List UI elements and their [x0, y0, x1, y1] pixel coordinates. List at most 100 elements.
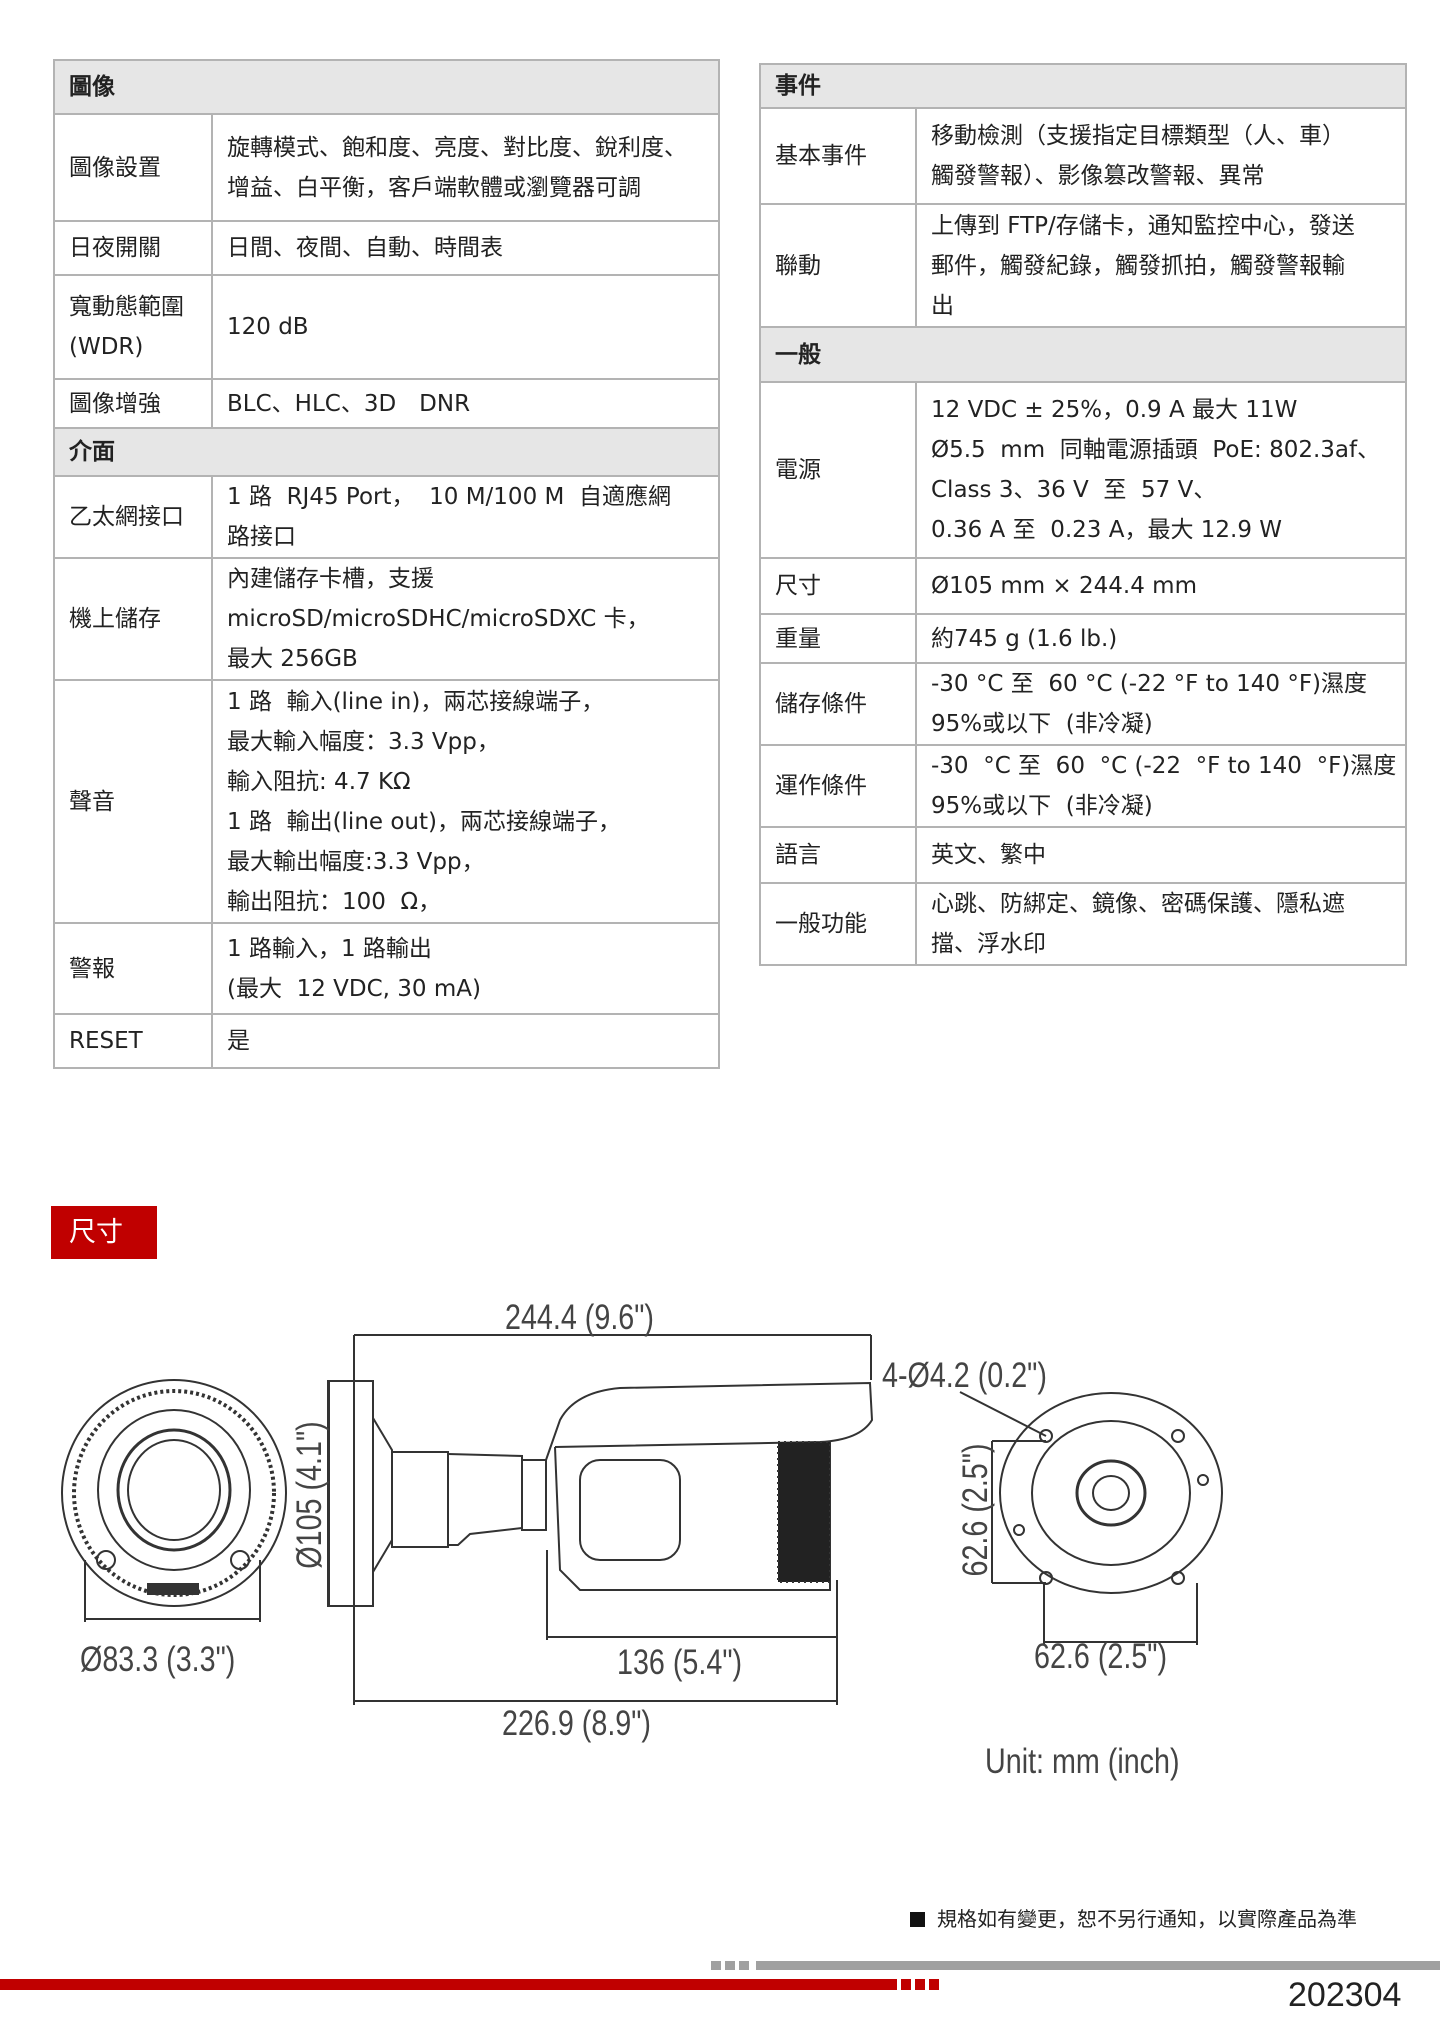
spec-label-line: 語言 — [775, 842, 821, 868]
spec-value-line: 0.36 A 至 0.23 A，最大 12.9 W — [931, 517, 1283, 543]
footer-red-bar — [0, 1979, 897, 1990]
front-view-drawing — [61, 1379, 287, 1607]
spec-value-line: 觸發警報）、影像篡改警報、異常 — [931, 163, 1265, 189]
spec-label-line: 寬動態範圍 — [69, 294, 184, 320]
spec-label-line: 日夜開關 — [69, 235, 161, 261]
spec-value-line: -30 °C 至 60 °C (-22 °F to 140 °F)濕度 — [931, 753, 1397, 779]
dim-hole-spacing-vertical: 62.6 (2.5") — [956, 1443, 996, 1577]
spec-row: 圖像設置 旋轉模式、飽和度、亮度、對比度、銳利度、增益、白平衡，客戶端軟體或瀏覽器… — [53, 113, 720, 222]
spec-label: 聯動 — [759, 203, 917, 328]
spec-value-line: 移動檢測（支援指定目標類型（人、車） — [931, 123, 1345, 149]
spec-table-right: 事件基本事件 移動檢測（支援指定目標類型（人、車） 觸發警報）、影像篡改警報、異常聯… — [759, 63, 1407, 966]
spec-value: 旋轉模式、飽和度、亮度、對比度、銳利度、增益、白平衡，客戶端軟體或瀏覽器可調 — [211, 113, 720, 222]
spec-value-line: 95%或以下 (非冷凝) — [931, 711, 1153, 737]
spec-table-left: 圖像圖像設置 旋轉模式、飽和度、亮度、對比度、銳利度、增益、白平衡，客戶端軟體或瀏… — [53, 59, 720, 1069]
section-title: 一般 — [759, 326, 1407, 383]
spec-row: 一般功能心跳、防綁定、鏡像、密碼保護、隱私遮擋、浮水印 — [759, 882, 1407, 966]
spec-label-line: 重量 — [775, 625, 821, 652]
spec-value: 1 路 輸入(line in)，兩芯接線端子， 最大輸入幅度：3.3 Vpp， 輸入… — [211, 679, 720, 924]
spec-value-line: 最大輸出幅度:3.3 Vpp， — [227, 848, 485, 875]
spec-label: 一般功能 — [759, 882, 917, 966]
spec-label-line: 圖像設置 — [69, 154, 161, 181]
spec-value: 英文、繁中 — [915, 826, 1407, 884]
spec-value: -30 °C 至 60 °C (-22 °F to 140 °F)濕度 95%或以… — [915, 744, 1407, 828]
spec-label: 基本事件 — [759, 107, 917, 205]
spec-value-line: 最大輸入幅度：3.3 Vpp， — [227, 728, 500, 755]
spec-label: 運作條件 — [759, 744, 917, 828]
dim-body-length: 136 (5.4") — [617, 1643, 743, 1682]
spec-label: 儲存條件 — [759, 662, 917, 746]
spec-label-line: 基本事件 — [775, 143, 867, 169]
spec-label: 電源 — [759, 381, 917, 559]
dim-length-to-mount: 226.9 (8.9") — [502, 1704, 651, 1743]
spec-label: 日夜開關 — [53, 220, 213, 276]
spec-value: 移動檢測（支援指定目標類型（人、車） 觸發警報）、影像篡改警報、異常 — [915, 107, 1407, 205]
spec-label-line: 儲存條件 — [775, 691, 867, 717]
spec-value: 是 — [211, 1013, 720, 1069]
section-title: 事件 — [759, 63, 1407, 109]
spec-label-line: 尺寸 — [775, 573, 821, 599]
spec-row: RESET 是 — [53, 1013, 720, 1069]
spec-row: 重量 約745 g (1.6 lb.) — [759, 613, 1407, 664]
spec-value: Ø105 mm × 244.4 mm — [915, 557, 1407, 615]
spec-value-line: 最大 256GB — [227, 646, 358, 672]
spec-label-line: 警報 — [69, 955, 115, 982]
spec-label: 圖像設置 — [53, 113, 213, 222]
spec-value-line: 120 dB — [227, 314, 309, 340]
spec-value-line: 郵件，觸發紀錄，觸發抓拍，觸發警報輸 — [931, 252, 1345, 279]
spec-value-line: 輸入阻抗: 4.7 KΩ — [227, 768, 411, 795]
dim-total-length: 244.4 (9.6") — [505, 1298, 654, 1337]
spec-value: 1 路 RJ45 Port， 10 M/100 M 自適應網路接口 — [211, 475, 720, 559]
spec-row: 聲音 1 路 輸入(line in)，兩芯接線端子， 最大輸入幅度：3.3 Vpp，… — [53, 679, 720, 924]
spec-value: 日間、夜間、自動、時間表 — [211, 220, 720, 276]
spec-value: 約745 g (1.6 lb.) — [915, 613, 1407, 664]
spec-value-line: 擋、浮水印 — [931, 931, 1046, 957]
spec-value-line: 路接口 — [227, 524, 296, 550]
spec-label: 圖像增強 — [53, 378, 213, 429]
spec-label-line: 乙太網接口 — [69, 504, 184, 530]
spec-value-line: Ø5.5 mm 同軸電源插頭 PoE: 802.3af、 — [931, 437, 1381, 463]
spec-label-line: 聯動 — [775, 252, 821, 279]
spec-value-line: 心跳、防綁定、鏡像、密碼保護、隱私遮 — [931, 891, 1345, 917]
section-title: 介面 — [53, 427, 720, 477]
spec-label-line: RESET — [69, 1028, 143, 1054]
spec-row: 儲存條件 -30 °C 至 60 °C (-22 °F to 140 °F)濕度 9… — [759, 662, 1407, 746]
section-header-row: 一般 — [759, 326, 1407, 383]
spec-value: 心跳、防綁定、鏡像、密碼保護、隱私遮擋、浮水印 — [915, 882, 1407, 966]
spec-value: -30 °C 至 60 °C (-22 °F to 140 °F)濕度 95%或以… — [915, 662, 1407, 746]
spec-label: RESET — [53, 1013, 213, 1069]
bullet-square-icon — [910, 1912, 925, 1927]
section-header-row: 事件 — [759, 63, 1407, 109]
spec-label: 重量 — [759, 613, 917, 664]
spec-row: 乙太網接口 1 路 RJ45 Port， 10 M/100 M 自適應網路接口 — [53, 475, 720, 559]
spec-value-line: 英文、繁中 — [931, 842, 1046, 868]
dim-hole-size: 4-Ø4.2 (0.2") — [882, 1356, 1047, 1395]
spec-label-line: 聲音 — [69, 788, 115, 815]
spec-value-line: 日間、夜間、自動、時間表 — [227, 235, 503, 261]
spec-label: 寬動態範圍 (WDR) — [53, 274, 213, 380]
spec-value-line: 1 路 RJ45 Port， 10 M/100 M 自適應網 — [227, 484, 671, 510]
spec-value-line: Class 3、36 V 至 57 V、 — [931, 477, 1217, 503]
dim-mount-diameter: Ø105 (4.1") — [289, 1421, 329, 1569]
section-header-row: 圖像 — [53, 59, 720, 115]
spec-value-line: -30 °C 至 60 °C (-22 °F to 140 °F)濕度 — [931, 671, 1368, 697]
spec-value-line: 上傳到 FTP/存儲卡，通知監控中心，發送 — [931, 212, 1355, 239]
spec-value-line: 內建儲存卡槽，支援 — [227, 566, 434, 592]
footer-note-text: 規格如有變更，恕不另行通知，以實際產品為準 — [937, 1907, 1357, 1931]
spec-label: 機上儲存 — [53, 557, 213, 681]
spec-row: 日夜開關 日間、夜間、自動、時間表 — [53, 220, 720, 276]
dim-unit-label: Unit: mm (inch) — [985, 1742, 1180, 1781]
spec-value: 上傳到 FTP/存儲卡，通知監控中心，發送郵件，觸發紀錄，觸發抓拍，觸發警報輸出 — [915, 203, 1407, 328]
section-title: 圖像 — [53, 59, 720, 115]
spec-label-line: (WDR) — [69, 334, 144, 360]
spec-row: 運作條件 -30 °C 至 60 °C (-22 °F to 140 °F)濕度 9… — [759, 744, 1407, 828]
spec-label: 警報 — [53, 922, 213, 1015]
dim-front-diameter: Ø83.3 (3.3") — [80, 1640, 236, 1679]
spec-value-line: 95%或以下 (非冷凝) — [931, 793, 1153, 819]
spec-row: 聯動 上傳到 FTP/存儲卡，通知監控中心，發送郵件，觸發紀錄，觸發抓拍，觸發警報… — [759, 203, 1407, 328]
spec-value: 1 路輸入，1 路輸出(最大 12 VDC, 30 mA) — [211, 922, 720, 1015]
spec-value-line: 1 路 輸入(line in)，兩芯接線端子， — [227, 688, 605, 715]
spec-label: 語言 — [759, 826, 917, 884]
